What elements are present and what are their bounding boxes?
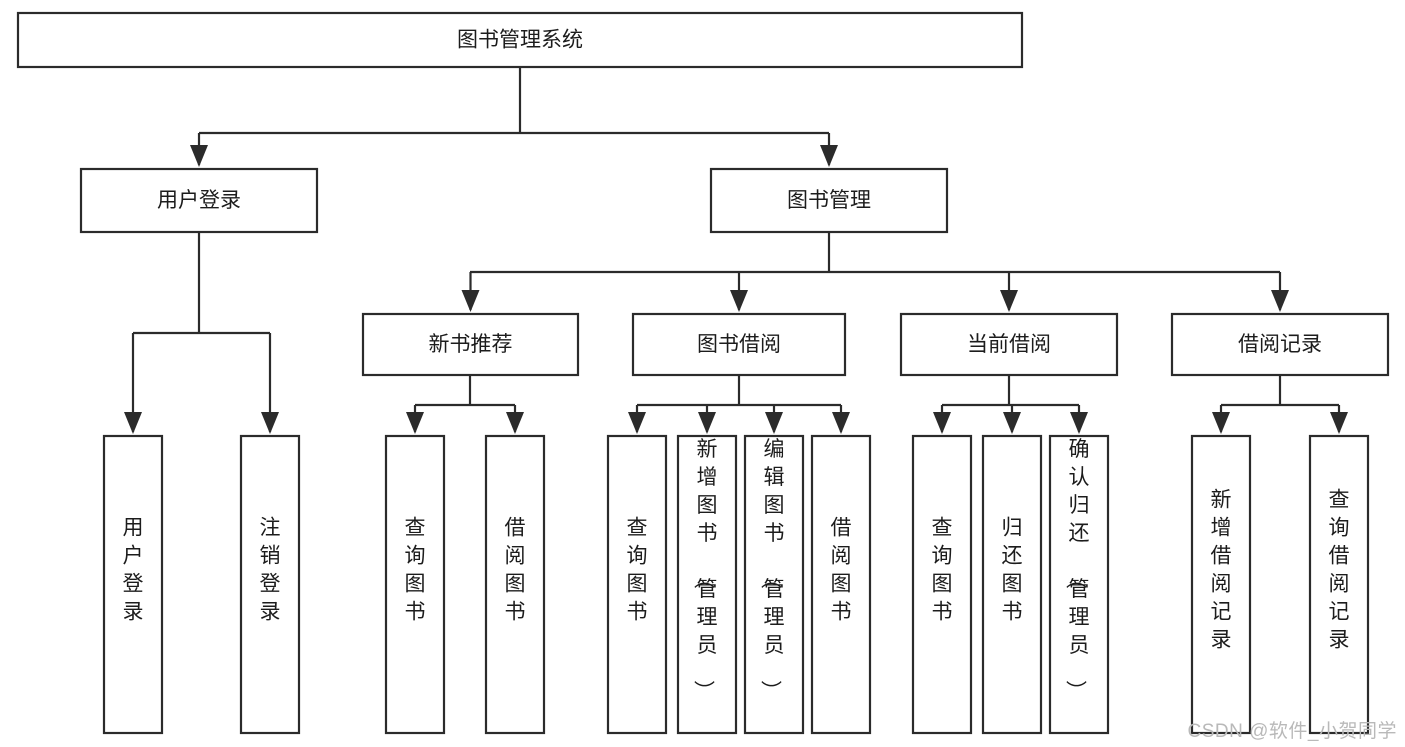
- node-leaf-9-box[interactable]: [981, 434, 1043, 735]
- node-leaf-10-box[interactable]: [1048, 434, 1110, 735]
- node-leaf-7[interactable]: 借阅图书: [810, 434, 872, 735]
- node-leaf-1-label: 注销登录: [260, 517, 281, 624]
- node-leaf-6-label: 编辑图书（管理员）: [759, 438, 785, 701]
- node-level2-1[interactable]: 图书管理: [709, 167, 949, 234]
- node-leaf-0-box[interactable]: [102, 434, 164, 735]
- node-leaf-12-box[interactable]: [1308, 434, 1370, 735]
- arrow-head-icon-leaf-12: [1330, 412, 1348, 434]
- node-leaf-3[interactable]: 借阅图书: [484, 434, 546, 735]
- arrow-head-icon-leaf-1: [261, 412, 279, 434]
- node-leaf-8-label: 查询图书: [932, 517, 953, 624]
- node-level2-1-box[interactable]: [709, 167, 949, 234]
- node-leaf-9-label: 归还图书: [1002, 517, 1023, 624]
- node-root-system-label: 图书管理系统: [457, 29, 583, 52]
- node-leaf-2-label: 查询图书: [405, 517, 426, 624]
- node-level3-1-label: 图书借阅: [697, 333, 781, 356]
- arrow-head-icon-l3-1: [730, 290, 748, 312]
- node-leaf-4-label: 查询图书: [627, 517, 648, 624]
- node-leaf-5-box[interactable]: [676, 434, 738, 735]
- arrow-head-icon-l2-0: [190, 145, 208, 167]
- node-leaf-9[interactable]: 归还图书: [981, 434, 1043, 735]
- node-leaf-0-label: 用户登录: [123, 517, 144, 624]
- node-leaf-8-box[interactable]: [911, 434, 973, 735]
- node-level3-3-box[interactable]: [1170, 312, 1390, 377]
- node-leaf-1[interactable]: 注销登录: [239, 434, 301, 735]
- arrow-head-icon-leaf-6: [765, 412, 783, 434]
- arrow-head-icon-leaf-9: [1003, 412, 1021, 434]
- node-level3-0[interactable]: 新书推荐: [361, 312, 580, 377]
- arrow-head-icon-leaf-0: [124, 412, 142, 434]
- node-level2-1-label: 图书管理: [787, 189, 871, 212]
- node-leaf-1-box[interactable]: [239, 434, 301, 735]
- node-level3-0-label: 新书推荐: [429, 333, 513, 356]
- arrow-head-icon-leaf-10: [1070, 412, 1088, 434]
- node-leaf-11-box[interactable]: [1190, 434, 1252, 735]
- arrow-head-icon-l2-1: [820, 145, 838, 167]
- arrow-head-icon-l3-2: [1000, 290, 1018, 312]
- node-leaf-4[interactable]: 查询图书: [606, 434, 668, 735]
- node-leaf-3-box[interactable]: [484, 434, 546, 735]
- node-leaf-6-box[interactable]: [743, 434, 805, 735]
- node-leaf-11[interactable]: 新增借阅记录: [1190, 434, 1252, 735]
- node-level3-2-label: 当前借阅: [967, 333, 1051, 356]
- node-leaf-6[interactable]: 编辑图书（管理员）: [743, 434, 805, 735]
- node-leaf-12[interactable]: 查询借阅记录: [1308, 434, 1370, 735]
- arrow-head-icon-leaf-2: [406, 412, 424, 434]
- node-level2-0-box[interactable]: [79, 167, 319, 234]
- node-layer: 图书管理系统用户登录图书管理新书推荐图书借阅当前借阅借阅记录用户登录注销登录查询…: [16, 11, 1390, 735]
- node-leaf-7-label: 借阅图书: [831, 517, 852, 624]
- node-leaf-8[interactable]: 查询图书: [911, 434, 973, 735]
- node-level3-2[interactable]: 当前借阅: [899, 312, 1119, 377]
- connector-layer: [124, 67, 1348, 434]
- node-level3-0-box[interactable]: [361, 312, 580, 377]
- node-level3-2-box[interactable]: [899, 312, 1119, 377]
- node-leaf-7-box[interactable]: [810, 434, 872, 735]
- node-leaf-10[interactable]: 确认归还（管理员）: [1048, 434, 1110, 735]
- arrow-head-icon-l3-3: [1271, 290, 1289, 312]
- node-leaf-12-label: 查询借阅记录: [1329, 489, 1350, 652]
- node-level3-1-box[interactable]: [631, 312, 847, 377]
- node-leaf-2[interactable]: 查询图书: [384, 434, 446, 735]
- node-level2-0-label: 用户登录: [157, 189, 241, 212]
- node-leaf-10-label: 确认归还（管理员）: [1064, 438, 1090, 701]
- node-root-system[interactable]: 图书管理系统: [16, 11, 1024, 69]
- node-leaf-2-box[interactable]: [384, 434, 446, 735]
- node-leaf-11-label: 新增借阅记录: [1211, 489, 1232, 652]
- node-leaf-3-label: 借阅图书: [505, 517, 526, 624]
- csdn-watermark: CSDN @软件_小贺同学: [1187, 721, 1397, 742]
- arrow-head-icon-leaf-3: [506, 412, 524, 434]
- arrow-head-icon-leaf-4: [628, 412, 646, 434]
- arrow-head-icon-l3-0: [461, 290, 480, 312]
- arrow-head-icon-leaf-7: [832, 412, 850, 434]
- node-leaf-5[interactable]: 新增图书（管理员）: [676, 434, 738, 735]
- node-level2-0[interactable]: 用户登录: [79, 167, 319, 234]
- node-leaf-4-box[interactable]: [606, 434, 668, 735]
- node-level3-1[interactable]: 图书借阅: [631, 312, 847, 377]
- node-leaf-5-label: 新增图书（管理员）: [692, 438, 718, 701]
- node-leaf-0[interactable]: 用户登录: [102, 434, 164, 735]
- node-level3-3-label: 借阅记录: [1238, 333, 1322, 356]
- node-level3-3[interactable]: 借阅记录: [1170, 312, 1390, 377]
- arrow-head-icon-leaf-8: [933, 412, 951, 434]
- arrow-head-icon-leaf-5: [698, 412, 716, 434]
- node-root-system-box[interactable]: [16, 11, 1024, 69]
- arrow-head-icon-leaf-11: [1212, 412, 1230, 434]
